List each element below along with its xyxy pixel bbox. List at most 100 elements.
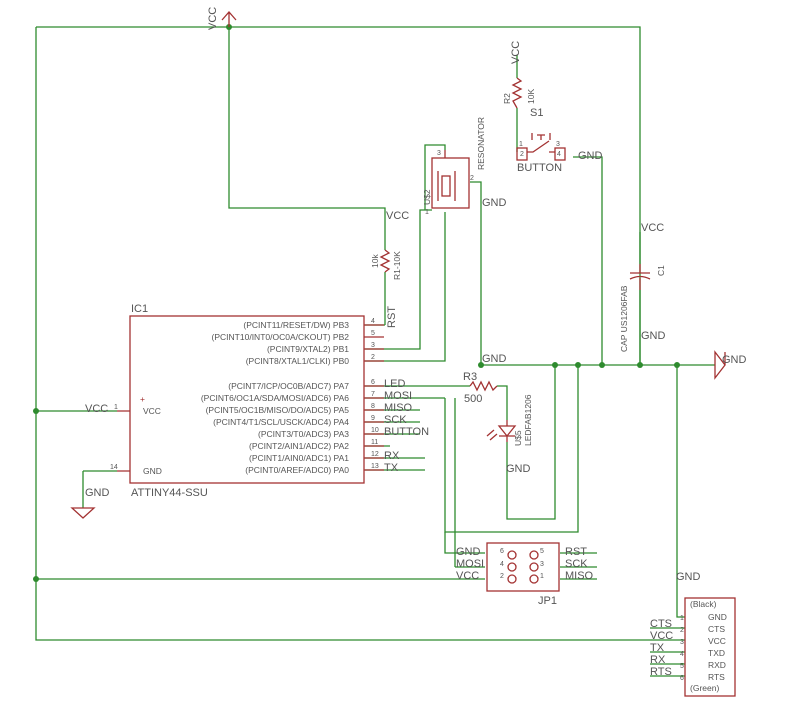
ic1-pin-number: 3: [371, 342, 375, 349]
jp1-pin-4: 4: [500, 561, 504, 568]
ftdi-pin-number: 6: [680, 675, 684, 682]
ic1-pin-label: (PCINT7/ICP/OC0B/ADC7) PA7: [228, 381, 349, 391]
jp1-pin-3: 3: [540, 561, 544, 568]
miso-net-label: MISO: [384, 402, 413, 414]
junction-dot: [478, 362, 484, 368]
ftdi-pin-number: 2: [680, 627, 684, 634]
ic1-pin-number: 11: [371, 439, 378, 446]
s1-pad-left: [516, 147, 528, 161]
jp1-gnd-label: GND: [456, 546, 481, 558]
led-name: U$5: [513, 430, 523, 446]
ic1-pin-label: (PCINT1/AIN0/ADC1) PA1: [249, 453, 349, 463]
jp1-pin-6: 6: [500, 548, 504, 555]
ic1-pin-number: 10: [371, 427, 379, 434]
ftdi-pin-label: RXD: [708, 660, 726, 670]
wire-resonator-pin3: [424, 144, 446, 210]
s1-pin-3: 3: [556, 141, 560, 148]
ftdi-pin-label: GND: [708, 612, 727, 622]
r2-vcc-label: VCC: [510, 41, 522, 64]
c1-name: C1: [656, 265, 666, 276]
ftdi-pin-number: 5: [680, 663, 684, 670]
ftdi-rx-net-label: RX: [650, 654, 666, 666]
r1-name: R1-10K: [392, 251, 402, 280]
ic1-plus-mark: +: [140, 394, 145, 404]
c1-capacitor: C1 CAP US1206FAB: [619, 264, 666, 352]
ftdi-body: [684, 597, 736, 697]
s1-pin-2: 2: [520, 151, 524, 158]
ic1-pin-number: 13: [371, 463, 379, 470]
jp1-mosi-label: MOSI: [456, 558, 484, 570]
ftdi-pin-label: RTS: [708, 672, 725, 682]
resonator-u2: 3 2 1 RESONATOR U$2: [422, 117, 486, 216]
wires: [35, 26, 715, 677]
wire-jp1-gnd: [444, 532, 485, 554]
ftdi-pin-label: VCC: [708, 636, 726, 646]
s1-pin-1: 1: [519, 141, 523, 148]
r2-resistor: R2 10K: [502, 77, 536, 109]
ic1-gnd-pin-num: 14: [110, 464, 118, 471]
junction-dot: [637, 362, 643, 368]
r1-rst-label: RST: [386, 306, 398, 328]
ic1-pin-number: 2: [371, 354, 375, 361]
tx-net-label: TX: [384, 462, 399, 474]
resonator-value: RESONATOR: [476, 117, 486, 170]
c1-gnd-label: GND: [641, 330, 666, 342]
jp1-sck-label: SCK: [565, 558, 588, 570]
resonator-pin-1: 1: [425, 209, 429, 216]
wire-gnd-to-ftdi: [676, 365, 685, 618]
ic1-pin-number: 4: [371, 318, 375, 325]
r1-value: 10k: [370, 254, 380, 268]
jp1-vcc-label: VCC: [456, 570, 479, 582]
wire-vcc-top-rail: [36, 26, 641, 365]
button-net-label: BUTTON: [384, 426, 429, 438]
ic1-pin-label: (PCINT6/OC1A/SDA/MOSI/ADC6) PA6: [201, 393, 349, 403]
wire-led-gnd: [506, 365, 556, 520]
vcc-supply-label: VCC: [207, 7, 219, 30]
gnd-rail-label: GND: [722, 354, 747, 366]
wire-r3-to-led: [497, 385, 508, 420]
ftdi-tx-net-label: TX: [650, 642, 665, 654]
r3-value: 500: [464, 393, 482, 405]
wire-xtal1: [365, 212, 446, 362]
mosi-net-label: MOSI: [384, 390, 412, 402]
ftdi-top-label: (Black): [690, 599, 717, 609]
resonator-gnd-label: GND: [482, 197, 507, 209]
led-u5: U$5 LEDFAB1206: [486, 394, 533, 446]
sck-net-label: SCK: [384, 414, 407, 426]
junction-dot: [33, 408, 39, 414]
ic1-pin-label: (PCINT4/T1/SCL/USCK/ADC4) PA4: [213, 417, 349, 427]
r1-resistor: 10k R1-10K: [370, 249, 402, 280]
ftdi-vcc-net-label: VCC: [650, 630, 673, 642]
c1-value: CAP US1206FAB: [619, 285, 629, 352]
wire-xtal2: [365, 209, 432, 350]
ic1-pin-label: (PCINT0/AREF/ADC0) PA0: [245, 465, 349, 475]
ftdi-bottom-label: (Green): [690, 683, 719, 693]
ic1-gnd-net-label: GND: [85, 487, 110, 499]
ic1-pin-label: (PCINT5/OC1B/MISO/DO/ADC5) PA5: [206, 405, 350, 415]
gnd-symbol-ic1: [70, 507, 96, 519]
jp1-body: [486, 542, 560, 592]
wire-gnd-to-jp1: [444, 365, 579, 533]
jp1-header: 6 5 4 3 2 1 JP1: [486, 542, 560, 607]
ic1-pin-label: (PCINT10/INT0/OC0A/CKOUT) PB2: [212, 332, 350, 342]
ftdi-gnd-label: GND: [676, 571, 701, 583]
ic1-name: IC1: [131, 303, 148, 315]
resonator-pin-2: 2: [470, 175, 474, 182]
r3-name: R3: [463, 371, 477, 383]
ftdi-pin-label: TXD: [708, 648, 725, 658]
ic1-pin-number: 12: [371, 451, 379, 458]
wire-s1-gnd: [573, 156, 603, 365]
c1-vcc-label: VCC: [641, 222, 664, 234]
led-gnd-label: GND: [506, 463, 531, 475]
s1-name: S1: [530, 107, 543, 119]
ic1-gnd-pin-label: GND: [143, 466, 162, 476]
ic1-vcc-pin-label: VCC: [143, 406, 161, 416]
ftdi-rts-net-label: RTS: [650, 666, 672, 678]
vcc-supply-symbol: VCC: [207, 7, 237, 30]
wire-resonator-gnd: [470, 181, 482, 365]
r3-resistor: R3 500: [463, 371, 498, 405]
r2-value: 10K: [526, 89, 536, 104]
ic1-pin-label: (PCINT8/XTAL1/CLKI) PB0: [246, 356, 350, 366]
